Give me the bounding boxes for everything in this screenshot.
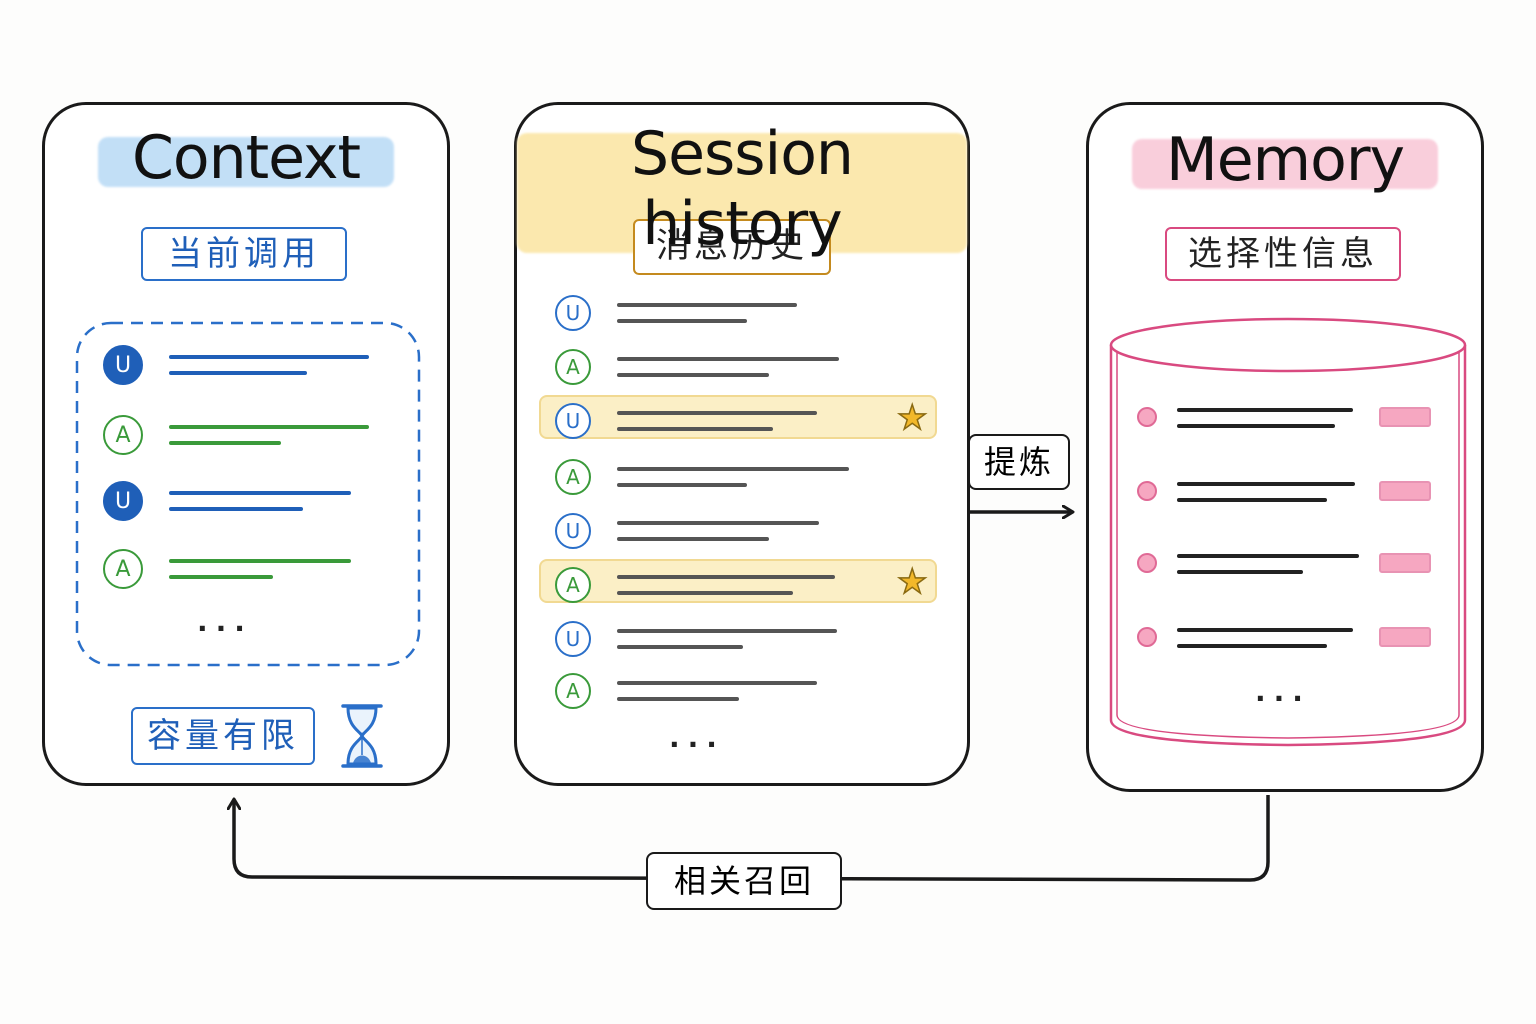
message-line	[617, 521, 819, 525]
memory-panel: Memory 选择性信息 ...	[1086, 102, 1484, 792]
message-line	[617, 411, 817, 415]
memory-tag	[1379, 407, 1431, 427]
message-line	[169, 575, 273, 579]
message-line	[617, 427, 773, 431]
starred-message-row	[539, 559, 937, 603]
avatar-letter: A	[115, 422, 131, 448]
memory-title-highlight	[1131, 139, 1438, 189]
memory-bullet-icon	[1137, 627, 1157, 647]
message-line	[617, 357, 839, 361]
context-label: 当前调用	[141, 227, 347, 281]
message-line	[169, 491, 351, 495]
memory-line	[1177, 424, 1335, 428]
message-line	[169, 441, 281, 445]
memory-tag	[1379, 553, 1431, 573]
memory-line	[1177, 498, 1327, 502]
session-title-wrap: Session history	[517, 119, 967, 259]
avatar-letter: U	[565, 627, 581, 651]
assistant-avatar-icon: A	[103, 415, 143, 455]
avatar-letter: U	[565, 409, 581, 433]
memory-line	[1177, 554, 1359, 558]
message-line	[169, 355, 369, 359]
context-window-dashed	[75, 321, 421, 667]
message-line	[617, 591, 793, 595]
user-avatar-icon: U	[103, 345, 143, 385]
context-title-wrap: Context	[45, 123, 447, 193]
context-ellipsis: ...	[197, 605, 253, 638]
context-title-highlight	[97, 137, 395, 187]
session-history-label: 消息历史	[633, 219, 831, 275]
starred-message-row	[539, 395, 937, 439]
memory-title: Memory	[1131, 125, 1438, 195]
message-line	[617, 575, 835, 579]
user-avatar-icon: U	[555, 295, 591, 331]
avatar-letter: U	[114, 488, 132, 514]
distill-label: 提炼	[968, 434, 1070, 490]
message-line	[169, 371, 307, 375]
message-line	[617, 645, 743, 649]
star-icon: ★	[896, 398, 928, 438]
user-avatar-icon: U	[103, 481, 143, 521]
session-history-panel: Session history 消息历史 U A U ★ A U A ★ U A ...	[514, 102, 970, 786]
memory-ellipsis: ...	[1255, 675, 1311, 708]
memory-line	[1177, 408, 1353, 412]
message-line	[617, 681, 817, 685]
message-line	[617, 467, 849, 471]
memory-line	[1177, 482, 1355, 486]
assistant-avatar-icon: A	[555, 459, 591, 495]
user-avatar-icon: U	[555, 621, 591, 657]
user-avatar-icon: U	[555, 403, 591, 439]
avatar-letter: A	[566, 355, 580, 379]
memory-line	[1177, 628, 1353, 632]
assistant-avatar-icon: A	[555, 567, 591, 603]
session-history-title: Session history	[517, 119, 967, 259]
memory-line	[1177, 570, 1303, 574]
avatar-letter: U	[565, 519, 581, 543]
recall-label: 相关召回	[646, 852, 842, 910]
memory-label: 选择性信息	[1165, 227, 1401, 281]
message-line	[617, 537, 769, 541]
hourglass-icon	[341, 704, 383, 768]
memory-bullet-icon	[1137, 481, 1157, 501]
memory-tag	[1379, 627, 1431, 647]
memory-title-wrap: Memory	[1089, 125, 1481, 195]
memory-bullet-icon	[1137, 407, 1157, 427]
capacity-limited-label: 容量有限	[131, 707, 315, 765]
avatar-letter: A	[566, 679, 580, 703]
avatar-letter: A	[566, 465, 580, 489]
memory-tag	[1379, 481, 1431, 501]
assistant-avatar-icon: A	[555, 673, 591, 709]
message-line	[617, 483, 747, 487]
session-ellipsis: ...	[669, 721, 725, 754]
message-line	[617, 319, 747, 323]
message-line	[617, 303, 797, 307]
memory-line	[1177, 644, 1327, 648]
avatar-letter: U	[565, 301, 581, 325]
assistant-avatar-icon: A	[103, 549, 143, 589]
context-panel: Context 当前调用 U A U A ... 容量有限	[42, 102, 450, 786]
user-avatar-icon: U	[555, 513, 591, 549]
message-line	[617, 373, 769, 377]
message-line	[169, 507, 303, 511]
message-line	[617, 629, 837, 633]
assistant-avatar-icon: A	[555, 349, 591, 385]
avatar-letter: A	[115, 556, 131, 582]
memory-bullet-icon	[1137, 553, 1157, 573]
context-title: Context	[97, 123, 395, 193]
avatar-letter: U	[114, 352, 132, 378]
message-line	[169, 425, 369, 429]
message-line	[617, 697, 739, 701]
avatar-letter: A	[566, 573, 580, 597]
star-icon: ★	[896, 562, 928, 602]
message-line	[169, 559, 351, 563]
